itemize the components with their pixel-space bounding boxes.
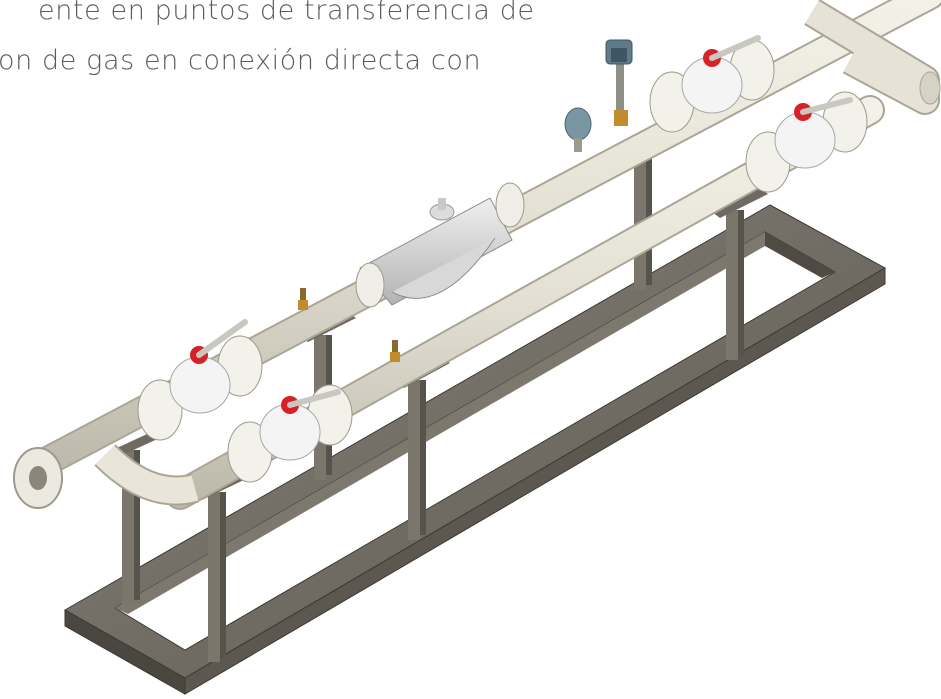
valve-upper-left <box>137 319 263 441</box>
temperature-transmitter <box>564 107 592 152</box>
description-line-2: on de gas en conexión directa con <box>0 45 482 76</box>
base-frame <box>63 204 887 695</box>
return-elbow <box>804 0 941 115</box>
valve-lower-right <box>745 91 868 193</box>
small-gauge-left <box>298 288 308 310</box>
valve-upper-right <box>649 35 775 133</box>
description-text: ente en puntos de transferencia de on de… <box>0 0 640 86</box>
description-line-1: ente en puntos de transferencia de <box>38 0 535 26</box>
inlet-flange <box>13 447 63 509</box>
pressure-transmitter <box>605 39 633 126</box>
flow-meter <box>355 182 525 308</box>
small-gauge-right <box>390 340 400 362</box>
valve-lower-left <box>227 384 353 483</box>
